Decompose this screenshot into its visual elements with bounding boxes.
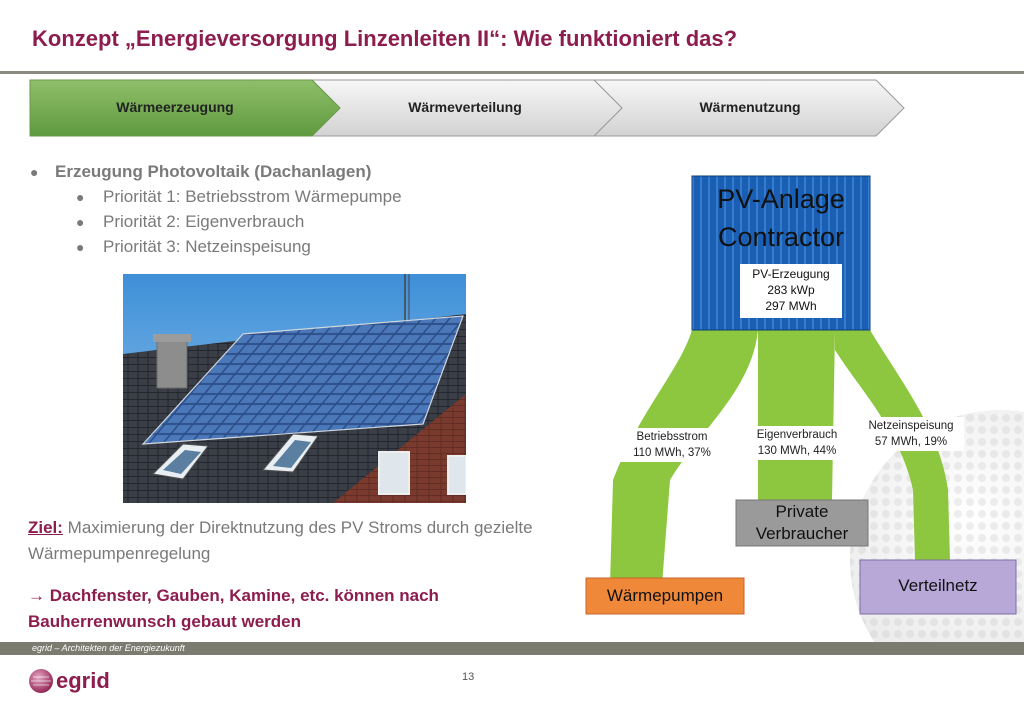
flow-label-name: Netzeinspeisung: [868, 420, 954, 432]
bullet-sub-1: Priorität 1: Betriebsstrom Wärmepumpe: [103, 187, 402, 206]
flow-label-value: 110 MWh, 37%: [633, 447, 711, 459]
page-title: Konzept „Energieversorgung Linzenleiten …: [32, 26, 738, 51]
egrid-logo-icon: [28, 668, 54, 699]
flow-label-name: Eigenverbrauch: [756, 429, 838, 441]
goal-description: Maximierung der Direktnutzung des PV Str…: [28, 518, 533, 563]
energy-flow-diagram: PV-Anlage Contractor PV-Erzeugung 283 kW…: [580, 160, 1024, 709]
pv-info-line-1: PV-Erzeugung: [752, 267, 830, 281]
conclusion-text: → Dachfenster, Gauben, Kamine, etc. könn…: [28, 583, 548, 635]
pv-title-line-2: Contractor: [717, 222, 845, 252]
bullet-dot: ●: [76, 214, 85, 230]
pv-info-box: [740, 264, 842, 318]
step-label-3: Wärmenutzung: [699, 99, 801, 115]
bullet-dot: ●: [76, 189, 85, 205]
pv-info-line-3: 297 MWh: [765, 299, 817, 313]
grid-box: [859, 559, 1017, 615]
goal-label: Ziel:: [28, 518, 63, 537]
bullet-list: ● Erzeugung Photovoltaik (Dachanlagen) ●…: [30, 162, 550, 272]
footer-bar: [0, 642, 1024, 655]
bullet-dot: ●: [30, 164, 39, 180]
flow-label-name: Betriebsstrom: [636, 431, 708, 443]
conclusion-description: Dachfenster, Gauben, Kamine, etc. können…: [28, 586, 439, 631]
pv-title-line-1: PV-Anlage: [717, 184, 845, 214]
arrow-right-icon: →: [28, 586, 45, 605]
bullet-sub-3: Priorität 3: Netzeinspeisung: [103, 237, 311, 256]
footer-tagline: egrid – Architekten der Energiezukunft: [32, 643, 185, 653]
page-number: 13: [462, 671, 475, 683]
flow-label-grid: Netzeinspeisung 57 MWh, 19%: [858, 417, 964, 451]
private-consumers-label-line-1: Private: [775, 502, 829, 521]
heat-pumps-label: Wärmepumpen: [606, 586, 724, 605]
bullet-sub-2: Priorität 2: Eigenverbrauch: [103, 212, 305, 231]
flow-label-value: 130 MWh, 44%: [757, 445, 837, 457]
private-consumers-label-line-2: Verbraucher: [755, 524, 849, 543]
bullet-main: Erzeugung Photovoltaik (Dachanlagen): [55, 162, 372, 181]
logo-text: egrid: [56, 668, 110, 693]
process-chevrons: [29, 79, 905, 137]
pv-info-line-2: 283 kWp: [767, 283, 815, 297]
process-steps: Wärmeerzeugung Wärmeverteilung Wärmenutz…: [0, 76, 1024, 140]
step-chevron-1[interactable]: [29, 79, 341, 137]
grid-label: Verteilnetz: [898, 576, 978, 595]
private-consumers-box: [735, 499, 869, 547]
bullet-dot: ●: [76, 239, 85, 255]
heat-pumps-box: [585, 577, 745, 615]
flow-label-heat-pumps: Betriebsstrom 110 MWh, 37%: [620, 428, 724, 462]
title-divider: [0, 71, 1024, 74]
flow-band-private: [758, 330, 835, 500]
flow-label-value: 57 MWh, 19%: [874, 436, 948, 448]
step-label-1: Wärmeerzeugung: [116, 99, 234, 115]
flow-label-private: Eigenverbrauch 130 MWh, 44%: [742, 426, 852, 460]
flow-band-grid: [835, 330, 950, 560]
goal-text: Ziel: Maximierung der Direktnutzung des …: [28, 515, 548, 567]
step-label-2: Wärmeverteilung: [408, 99, 522, 115]
solar-roof-photo: [123, 274, 466, 503]
